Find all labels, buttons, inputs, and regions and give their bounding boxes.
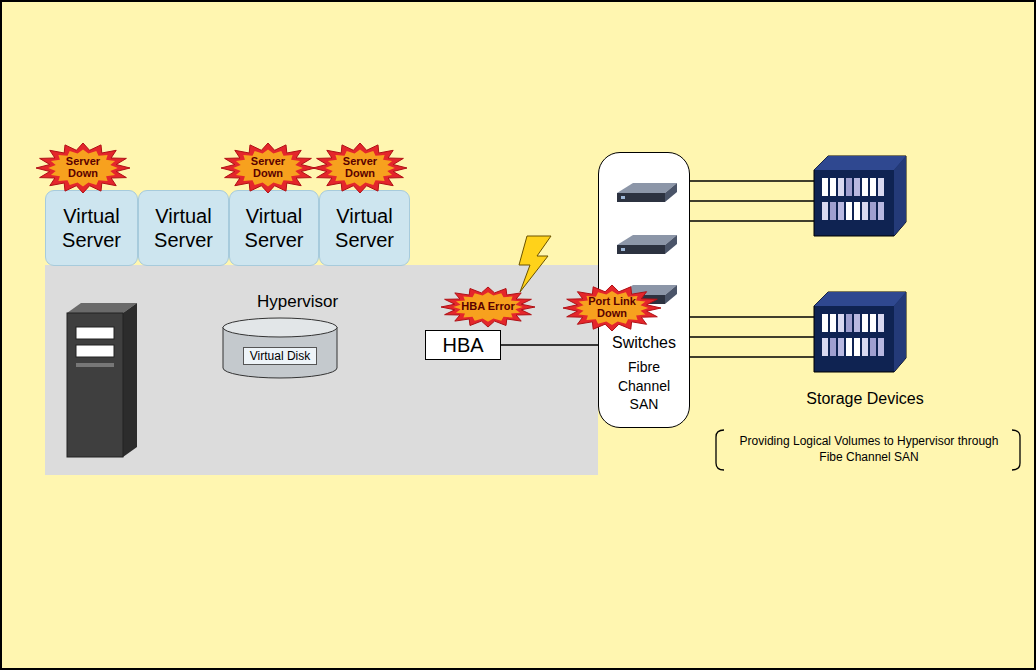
alert-text: Server Down — [243, 156, 293, 179]
server-label: Virtual Server — [234, 204, 314, 252]
hba-label: HBA — [442, 334, 483, 357]
virtual-server-box: Virtual Server — [319, 190, 410, 266]
alert-text: HBA Error — [461, 301, 514, 313]
alert-burst: Server Down — [220, 142, 316, 194]
alert-burst: Port Link Down — [562, 284, 662, 332]
virtual-server-box: Virtual Server — [45, 190, 138, 266]
hypervisor-label: Hypervisor — [257, 292, 338, 312]
alert-burst: Server Down — [35, 142, 131, 194]
alert-text: Port Link Down — [587, 296, 637, 319]
alert-text: Server Down — [335, 156, 385, 179]
fc-link — [501, 345, 598, 346]
virtual-server-box: Virtual Server — [229, 190, 319, 266]
bracket-note: Providing Logical Volumes to Hypervisor … — [728, 434, 1010, 465]
alert-burst: HBA Error — [440, 286, 536, 328]
virtual-server-box: Virtual Server — [138, 190, 229, 266]
disk-label: Virtual Disk — [243, 347, 317, 365]
server-label: Virtual Server — [143, 204, 224, 252]
virtual-disk-cylinder: Virtual Disk — [222, 317, 338, 379]
alert-burst: Server Down — [312, 142, 408, 194]
san-label: Fibre Channel SAN — [604, 358, 684, 413]
switch-label: Switches — [612, 334, 676, 352]
server-label: Virtual Server — [324, 204, 405, 252]
hba-box: HBA — [425, 330, 501, 360]
storage-label: Storage Devices — [780, 390, 950, 408]
server-label: Virtual Server — [50, 204, 133, 252]
alert-text: Server Down — [58, 156, 108, 179]
